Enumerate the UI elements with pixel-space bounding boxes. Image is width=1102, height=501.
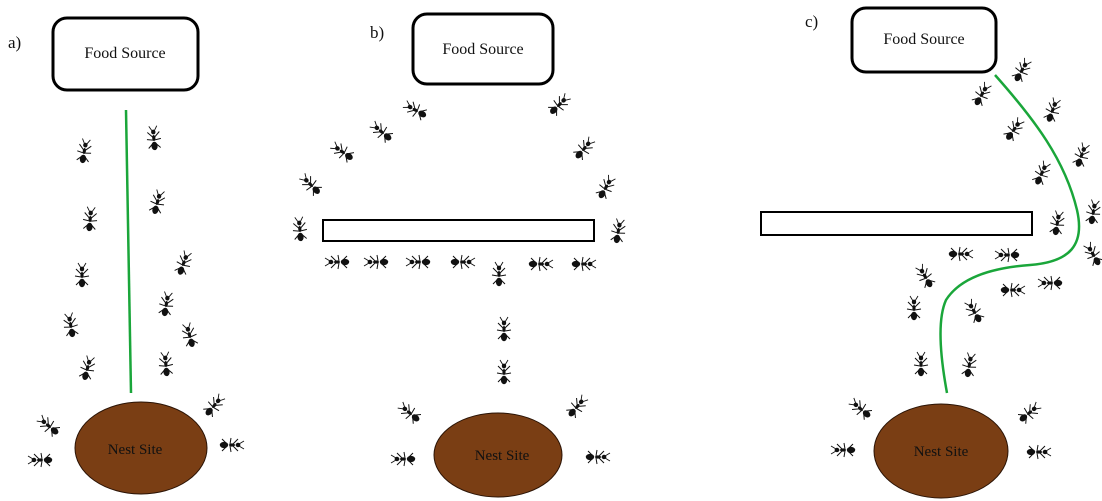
ant-icon bbox=[1029, 158, 1054, 188]
ant-icon bbox=[1083, 198, 1102, 226]
ant-icon bbox=[1037, 275, 1063, 291]
ant-icon bbox=[571, 256, 597, 272]
ant-icon bbox=[400, 97, 430, 123]
ant-icon bbox=[77, 354, 98, 383]
ant-icon bbox=[1047, 209, 1067, 237]
panel-c-barrier bbox=[760, 211, 1033, 236]
panel-a-food-label: Food Source bbox=[84, 45, 165, 62]
ant-icon bbox=[1041, 95, 1064, 125]
ant-icon bbox=[450, 254, 476, 270]
ant-icon bbox=[1070, 140, 1093, 170]
ant-icon bbox=[74, 262, 90, 288]
panel-b-nest-label: Nest Site bbox=[475, 448, 530, 464]
panel-b-nest bbox=[433, 412, 563, 498]
ant-icon bbox=[1026, 444, 1052, 460]
ant-icon bbox=[969, 79, 995, 109]
ant-icon bbox=[172, 248, 195, 278]
ant-icon bbox=[27, 452, 53, 468]
ant-icon bbox=[1000, 282, 1026, 298]
ant-icon bbox=[81, 205, 99, 233]
ant-icon bbox=[585, 449, 611, 465]
panel-a-trail bbox=[124, 109, 133, 394]
ant-icon bbox=[906, 295, 922, 321]
ant-icon bbox=[961, 296, 987, 326]
ant-icon bbox=[528, 256, 554, 272]
panel-a: a) Food Source Nest Site bbox=[8, 16, 245, 495]
ant-icon bbox=[291, 215, 309, 243]
ant-icon bbox=[994, 247, 1020, 263]
ant-icon bbox=[830, 442, 856, 458]
ant-icon bbox=[219, 437, 245, 453]
panel-c-food-label: Food Source bbox=[883, 31, 964, 48]
panel-b-barrier bbox=[322, 219, 595, 242]
ant-icon bbox=[959, 351, 979, 379]
ant-icon bbox=[363, 254, 389, 270]
ant-icon bbox=[34, 412, 63, 440]
ant-icon bbox=[913, 351, 929, 377]
ant-icon bbox=[147, 188, 168, 217]
panel-c-trail bbox=[939, 74, 1081, 394]
panel-b-food-box bbox=[411, 12, 555, 86]
panel-c-food-box bbox=[850, 6, 998, 74]
ant-icon bbox=[1015, 399, 1044, 427]
ant-icon bbox=[74, 137, 94, 165]
panel-a-nest-label: Nest Site bbox=[108, 442, 163, 458]
ant-icon bbox=[1009, 55, 1035, 85]
ant-icon bbox=[328, 138, 357, 166]
ant-icon bbox=[145, 124, 163, 152]
panel-c-nest-label: Nest Site bbox=[914, 444, 969, 460]
ant-icon bbox=[405, 254, 431, 270]
ant-icon bbox=[324, 254, 350, 270]
ant-icon bbox=[200, 391, 228, 420]
panel-a-nest bbox=[74, 401, 208, 495]
ant-icon bbox=[570, 134, 598, 163]
panel-c: c) Food Source Nest Site bbox=[760, 6, 1102, 499]
ant-icon bbox=[61, 311, 81, 339]
ant-icon bbox=[296, 170, 325, 199]
panel-b-ants bbox=[291, 90, 628, 467]
ant-icon bbox=[608, 217, 628, 245]
ant-icon bbox=[491, 261, 507, 287]
panel-a-letter: a) bbox=[8, 33, 21, 52]
ant-icon bbox=[367, 118, 396, 146]
ant-icon bbox=[948, 246, 974, 262]
ant-icon bbox=[563, 392, 591, 421]
ant-icon bbox=[1080, 239, 1102, 269]
ant-icon bbox=[156, 290, 176, 318]
ant-icon bbox=[157, 350, 175, 378]
panel-a-food-box bbox=[51, 16, 200, 92]
ant-icon bbox=[593, 172, 619, 202]
ant-icon bbox=[496, 316, 512, 342]
ant-icon bbox=[179, 321, 200, 350]
ant-icon bbox=[395, 399, 424, 427]
ant-icon bbox=[496, 359, 512, 385]
ant-icon bbox=[846, 395, 875, 423]
panel-b-food-label: Food Source bbox=[442, 41, 523, 58]
ant-icon bbox=[545, 90, 574, 119]
ant-icon bbox=[390, 451, 416, 467]
panel-b-letter: b) bbox=[370, 23, 384, 42]
panel-c-nest bbox=[873, 403, 1009, 499]
ant-icon bbox=[912, 261, 938, 291]
panel-b: b) Food Source Nest Site bbox=[291, 12, 628, 498]
panel-c-letter: c) bbox=[805, 12, 818, 31]
ant-icon bbox=[1000, 115, 1028, 144]
